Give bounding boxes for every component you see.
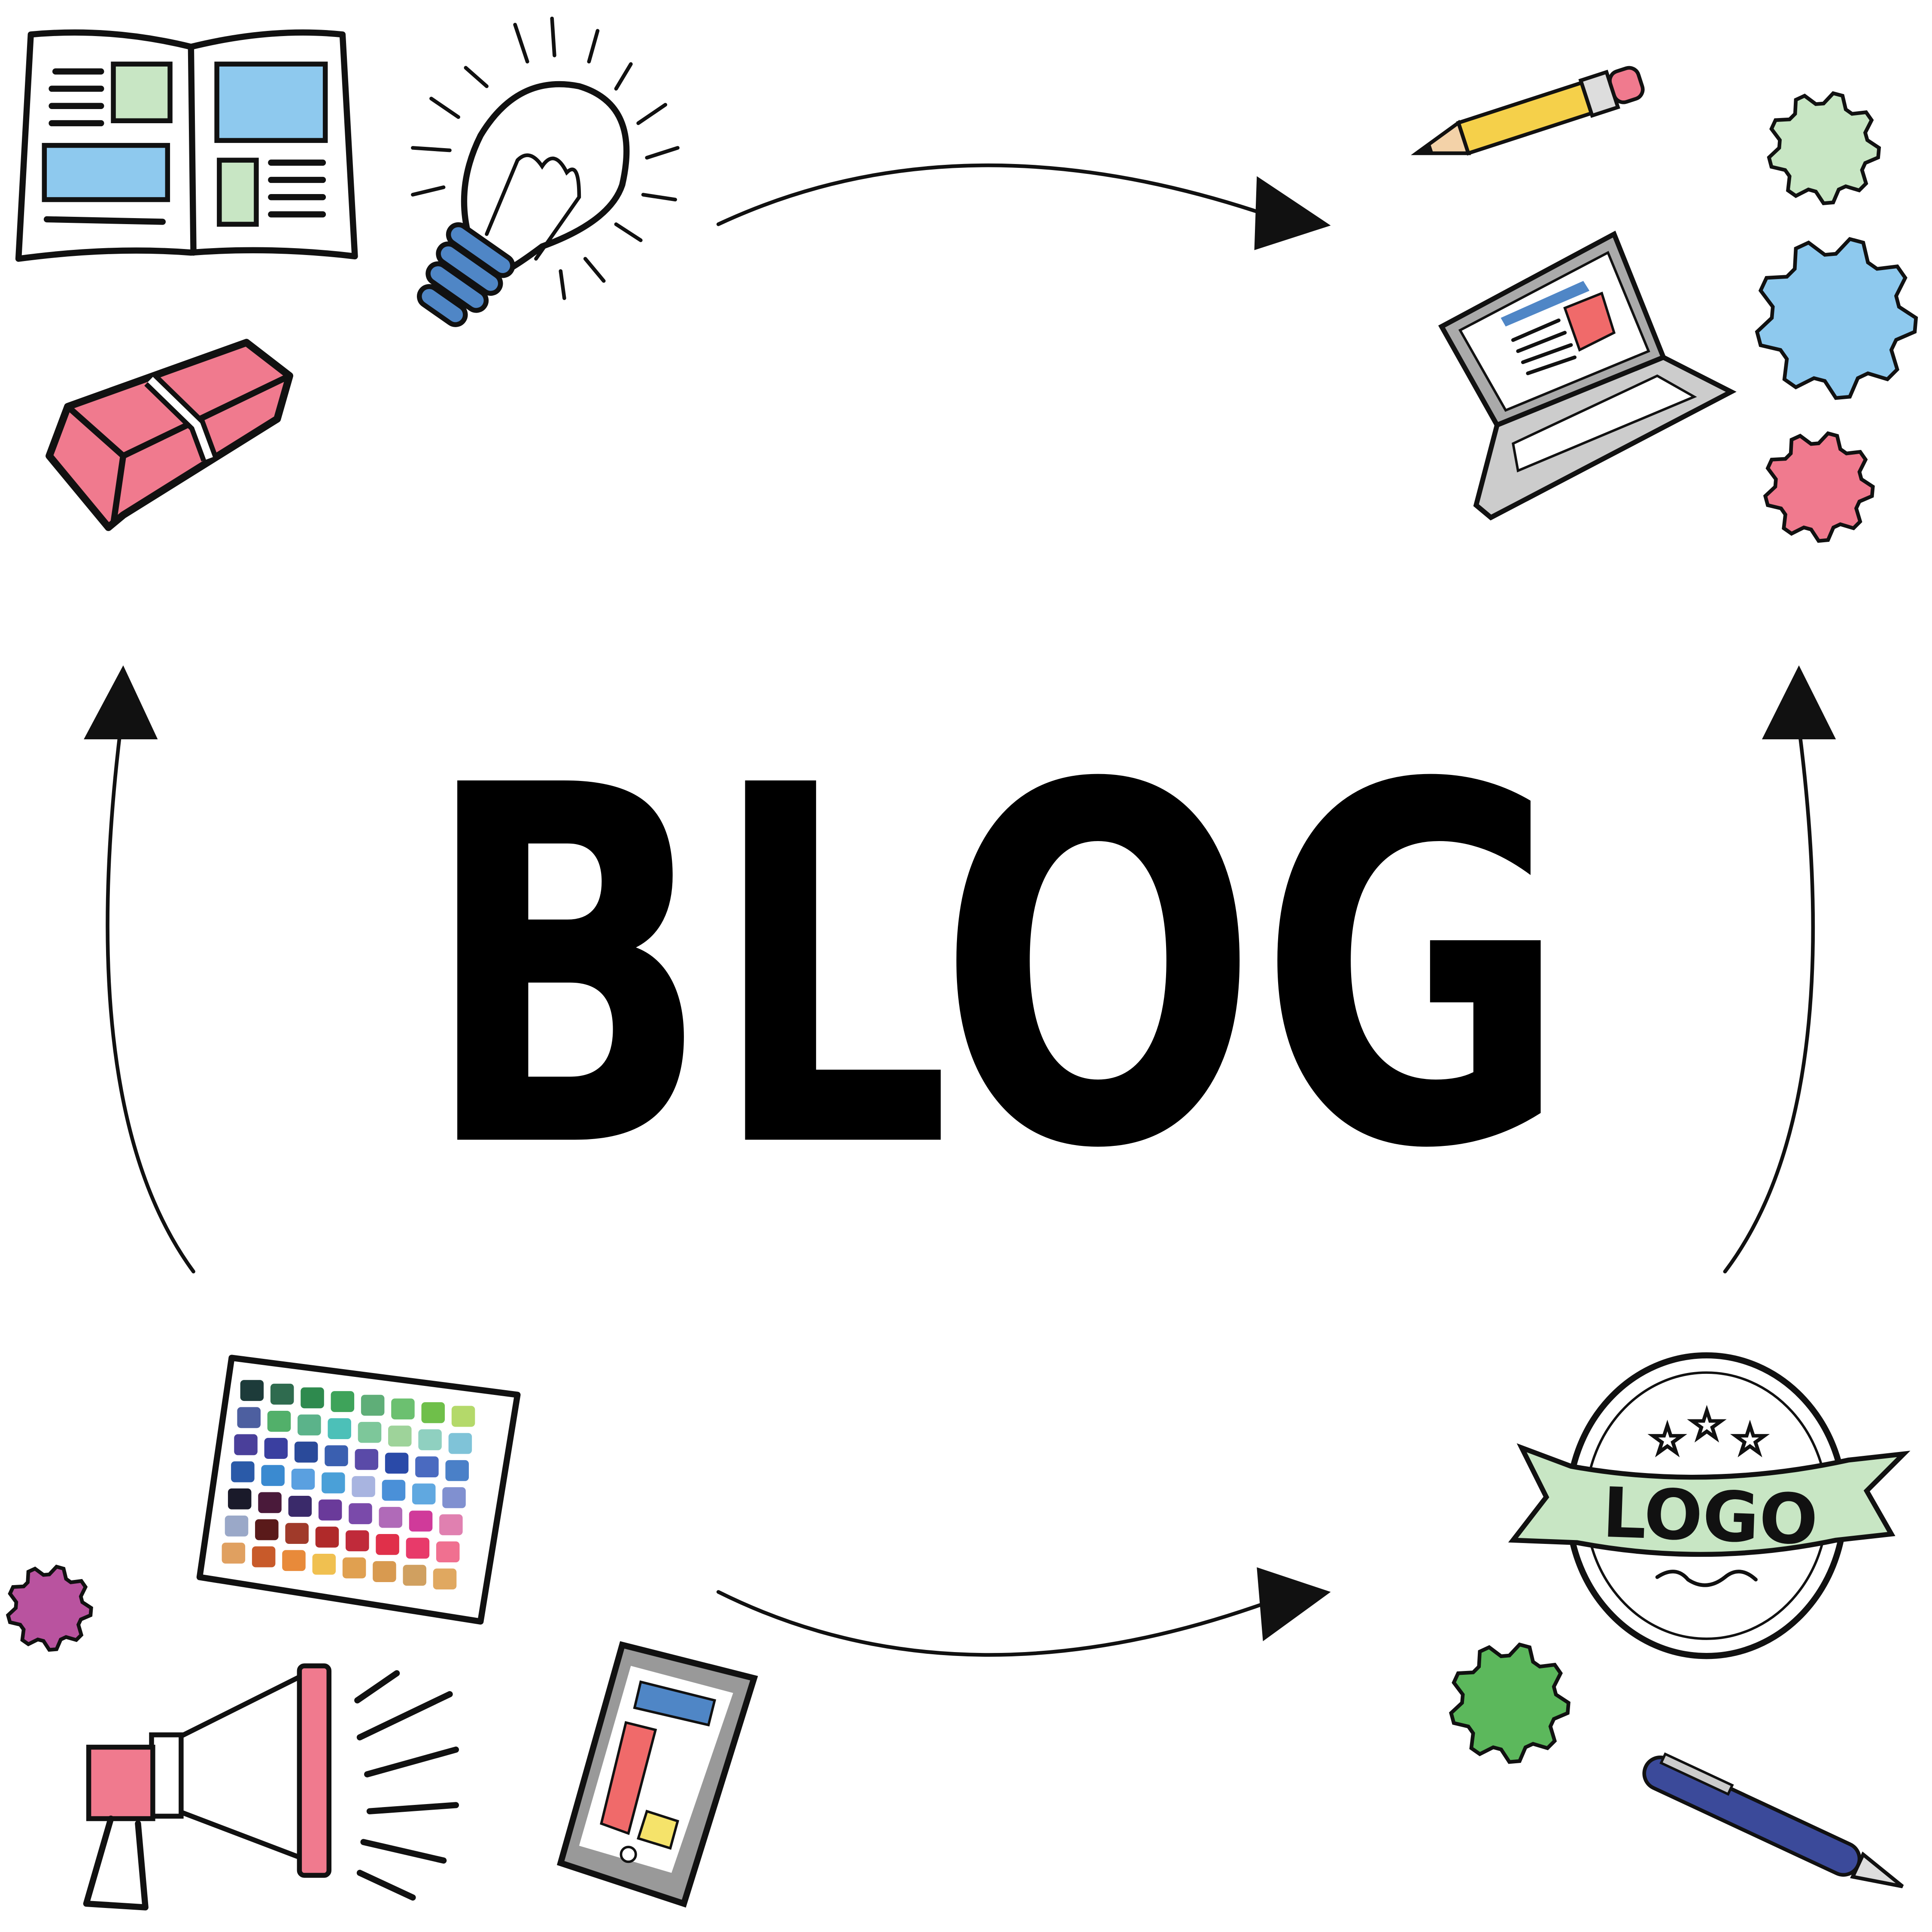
- star-icons: ☆☆☆: [1647, 1399, 1770, 1465]
- arrow-bottom: [716, 1567, 1331, 1657]
- color-swatch: [222, 1543, 246, 1564]
- color-swatch: [361, 1394, 385, 1416]
- palette-swatches: [222, 1380, 475, 1590]
- color-swatch: [379, 1507, 403, 1528]
- color-swatch: [352, 1476, 375, 1497]
- gear-shape: [1755, 237, 1918, 400]
- color-swatch: [288, 1496, 312, 1517]
- tablet-icon: [557, 1641, 758, 1908]
- color-swatch: [421, 1402, 445, 1423]
- color-swatch: [403, 1564, 426, 1586]
- color-swatch: [409, 1510, 433, 1532]
- svg-text:☆: ☆: [1688, 1400, 1725, 1449]
- gear-icon-blue: [1755, 237, 1918, 400]
- color-swatch: [298, 1414, 321, 1436]
- color-swatch: [228, 1488, 252, 1510]
- color-swatch: [406, 1537, 430, 1559]
- color-swatch: [418, 1429, 442, 1450]
- color-swatch: [376, 1534, 399, 1555]
- blog-title: BLOG: [422, 682, 1568, 1256]
- color-swatch: [282, 1550, 306, 1571]
- color-swatch: [328, 1418, 351, 1440]
- color-swatch: [442, 1487, 466, 1508]
- gear-icon-pink: [1763, 431, 1875, 543]
- color-swatch: [325, 1445, 348, 1467]
- color-swatch: [355, 1449, 379, 1470]
- color-swatch: [322, 1472, 345, 1494]
- gear-shape: [1763, 431, 1875, 543]
- color-swatch: [412, 1483, 436, 1505]
- color-swatch: [439, 1514, 463, 1535]
- color-swatch: [270, 1383, 294, 1405]
- color-swatch: [252, 1546, 276, 1567]
- gear-icon-purple: [6, 1564, 93, 1652]
- color-swatch: [445, 1460, 469, 1481]
- color-swatch: [448, 1433, 472, 1454]
- lightbulb-icon: [411, 16, 680, 327]
- color-swatch: [346, 1530, 369, 1552]
- color-swatch: [433, 1568, 457, 1590]
- arrow-top: [716, 163, 1331, 250]
- color-swatch: [385, 1452, 409, 1474]
- color-swatch: [358, 1422, 382, 1443]
- logo-text: LOGO: [1601, 1473, 1819, 1560]
- color-swatch: [382, 1479, 406, 1501]
- logo-badge: ☆☆☆ LOGO: [1508, 1352, 1911, 1659]
- color-swatch: [261, 1465, 285, 1486]
- color-swatch: [318, 1499, 342, 1521]
- svg-text:☆: ☆: [1649, 1415, 1686, 1464]
- gear-shape: [6, 1564, 93, 1652]
- color-swatch: [436, 1541, 460, 1563]
- gear-shape: [1767, 91, 1881, 206]
- color-swatch: [258, 1492, 282, 1513]
- color-swatch: [255, 1519, 279, 1540]
- color-swatch: [342, 1557, 366, 1579]
- color-swatch: [391, 1398, 415, 1420]
- megaphone-icon: [83, 1663, 459, 1911]
- color-palette-icon: [196, 1355, 521, 1625]
- gear-icon-green: [1767, 91, 1881, 206]
- svg-text:☆: ☆: [1731, 1415, 1768, 1464]
- color-swatch: [264, 1438, 288, 1459]
- pencil-icon: [1411, 66, 1645, 156]
- newspaper-icon: [15, 29, 358, 262]
- laptop-icon: [1438, 231, 1737, 521]
- arrow-left: [84, 665, 195, 1274]
- color-swatch: [451, 1406, 475, 1427]
- gears-group: [6, 91, 1918, 1764]
- color-swatch: [267, 1411, 291, 1432]
- gear-shape: [1449, 1642, 1571, 1764]
- color-swatch: [240, 1380, 264, 1401]
- color-swatch: [231, 1461, 255, 1482]
- pen-icon: [1642, 1752, 1904, 1889]
- eraser-icon: [46, 339, 294, 531]
- color-swatch: [225, 1515, 249, 1537]
- color-swatch: [331, 1391, 355, 1412]
- color-swatch: [234, 1434, 258, 1455]
- color-swatch: [315, 1526, 339, 1548]
- color-swatch: [301, 1387, 324, 1409]
- color-swatch: [285, 1523, 309, 1544]
- color-swatch: [237, 1407, 261, 1428]
- color-swatch: [291, 1468, 315, 1490]
- gear-icon-bright-green: [1449, 1642, 1571, 1764]
- color-swatch: [373, 1561, 396, 1582]
- color-swatch: [349, 1503, 372, 1525]
- color-swatch: [312, 1553, 336, 1575]
- color-swatch: [388, 1425, 412, 1447]
- color-swatch: [294, 1441, 318, 1463]
- arrow-right: [1723, 665, 1836, 1274]
- color-swatch: [415, 1456, 439, 1478]
